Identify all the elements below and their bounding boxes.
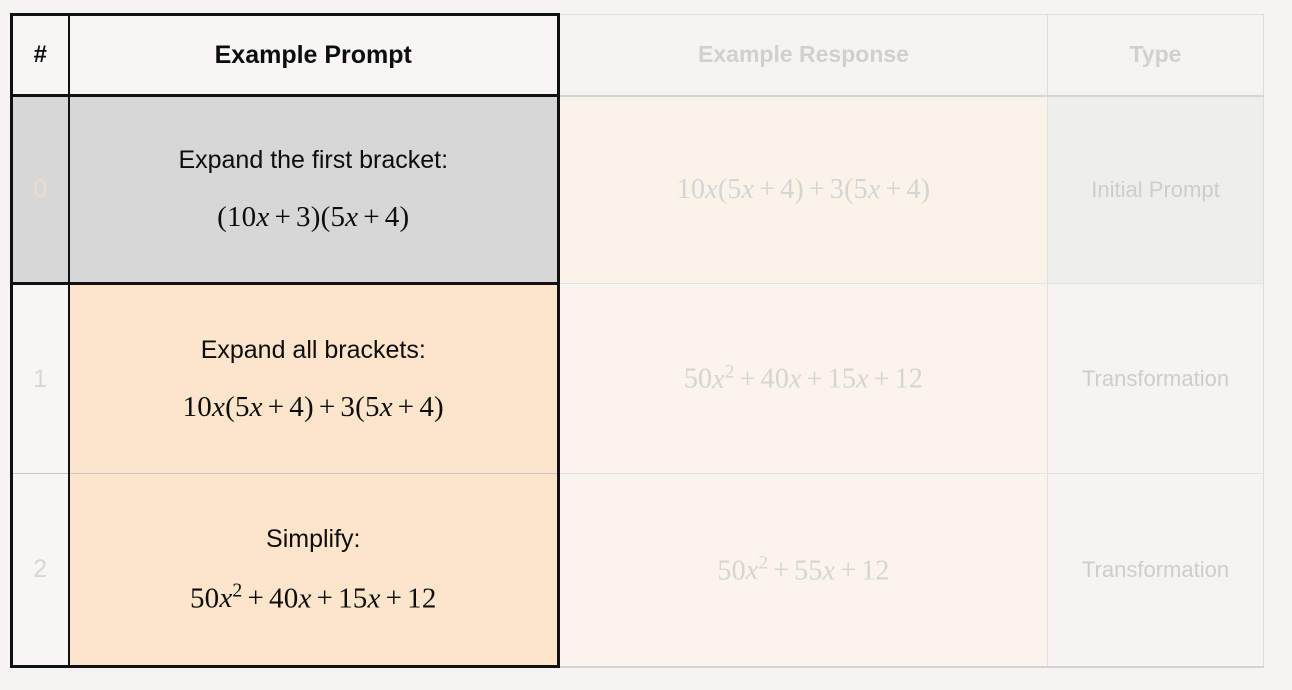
type-cell: Transformation	[1047, 473, 1264, 668]
response-cell: 50x2+55x+12	[558, 473, 1048, 668]
table-row[interactable]: 1 Expand all brackets: 10x(5x+4)+3(5x+4)…	[10, 283, 1264, 474]
prompt-title: Expand all brackets:	[200, 335, 426, 364]
column-header-index: #	[10, 13, 70, 97]
table-header: # Example Prompt Example Response Type	[10, 13, 1264, 97]
column-header-response: Example Response	[558, 14, 1048, 97]
prompt-cell[interactable]: Expand all brackets: 10x(5x+4)+3(5x+4)	[68, 283, 560, 474]
prompt-math: 10x(5x+4)+3(5x+4)	[182, 390, 444, 423]
prompt-math: 50x2+40x+15x+12	[189, 579, 437, 615]
example-prompt-table: # Example Prompt Example Response Type 0…	[10, 13, 1264, 668]
response-math: 50x2+40x+15x+12	[683, 361, 924, 395]
table-row[interactable]: 2 Simplify: 50x2+40x+15x+12 50x2+55x+12 …	[10, 473, 1264, 668]
type-cell: Initial Prompt	[1047, 95, 1264, 284]
prompt-cell[interactable]: Expand the first bracket: (10x+3)(5x+4)	[68, 95, 560, 285]
prompt-title: Simplify:	[266, 524, 361, 553]
prompt-title: Expand the first bracket:	[178, 146, 449, 174]
row-index-cell: 2	[10, 473, 70, 668]
column-header-type: Type	[1047, 14, 1264, 97]
response-math: 10x(5x+4)+3(5x+4)	[676, 173, 931, 205]
response-math: 50x2+55x+12	[717, 552, 890, 586]
table-body: 0 Expand the first bracket: (10x+3)(5x+4…	[10, 95, 1264, 668]
row-index-cell: 0	[10, 95, 70, 285]
table-header-row: # Example Prompt Example Response Type	[10, 13, 1264, 97]
response-cell: 10x(5x+4)+3(5x+4)	[558, 95, 1048, 284]
table-row[interactable]: 0 Expand the first bracket: (10x+3)(5x+4…	[10, 95, 1264, 285]
type-cell: Transformation	[1047, 283, 1264, 474]
prompt-cell[interactable]: Simplify: 50x2+40x+15x+12	[68, 473, 560, 668]
row-index-cell: 1	[10, 283, 70, 474]
example-prompt-table-container: # Example Prompt Example Response Type 0…	[10, 13, 1264, 668]
column-header-prompt: Example Prompt	[68, 13, 560, 97]
prompt-math: (10x+3)(5x+4)	[217, 201, 410, 233]
response-cell: 50x2+40x+15x+12	[558, 283, 1048, 474]
